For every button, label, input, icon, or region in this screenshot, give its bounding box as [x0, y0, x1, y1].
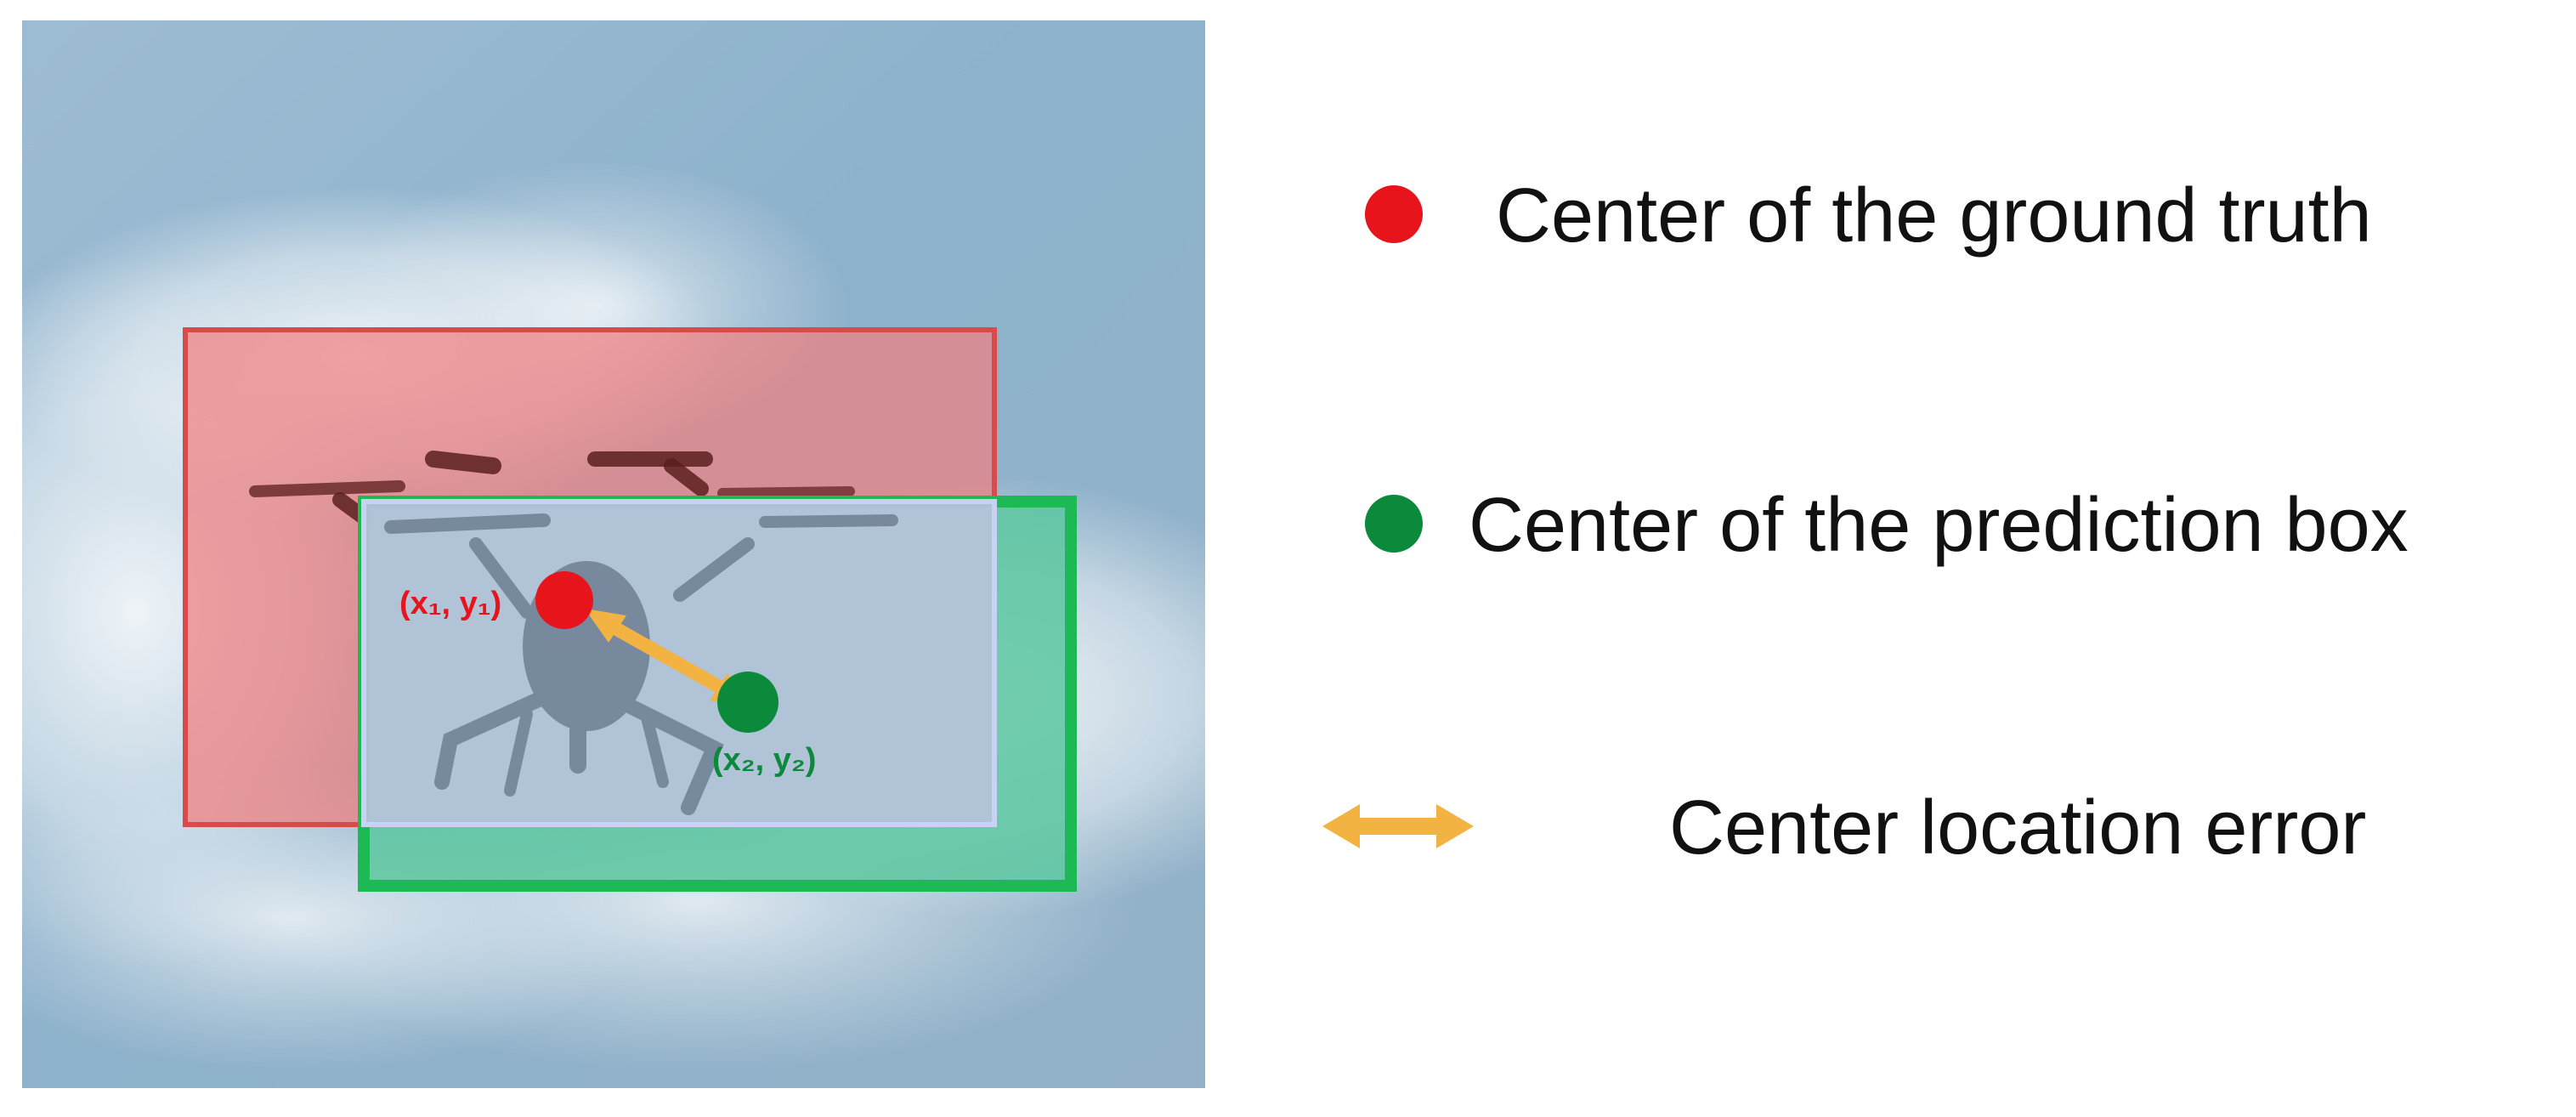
prediction-center-dot: [717, 672, 778, 733]
ground-truth-center-dot: [535, 571, 593, 629]
legend: Center of the ground truth Center of the…: [1322, 173, 2409, 870]
prediction-coord-label: (x₂, y₂): [712, 742, 816, 778]
ground-truth-coord-label: (x₁, y₁): [399, 586, 501, 621]
legend-error-text: Center location error: [1669, 785, 2366, 870]
legend-ground-truth-text: Center of the ground truth: [1496, 173, 2372, 258]
drone-silhouette: [249, 451, 855, 526]
legend-prediction-dot: [1365, 495, 1423, 553]
legend-error-arrow-icon: [1322, 804, 1474, 848]
legend-prediction-text: Center of the prediction box: [1469, 483, 2409, 568]
legend-ground-truth-dot: [1365, 185, 1423, 243]
